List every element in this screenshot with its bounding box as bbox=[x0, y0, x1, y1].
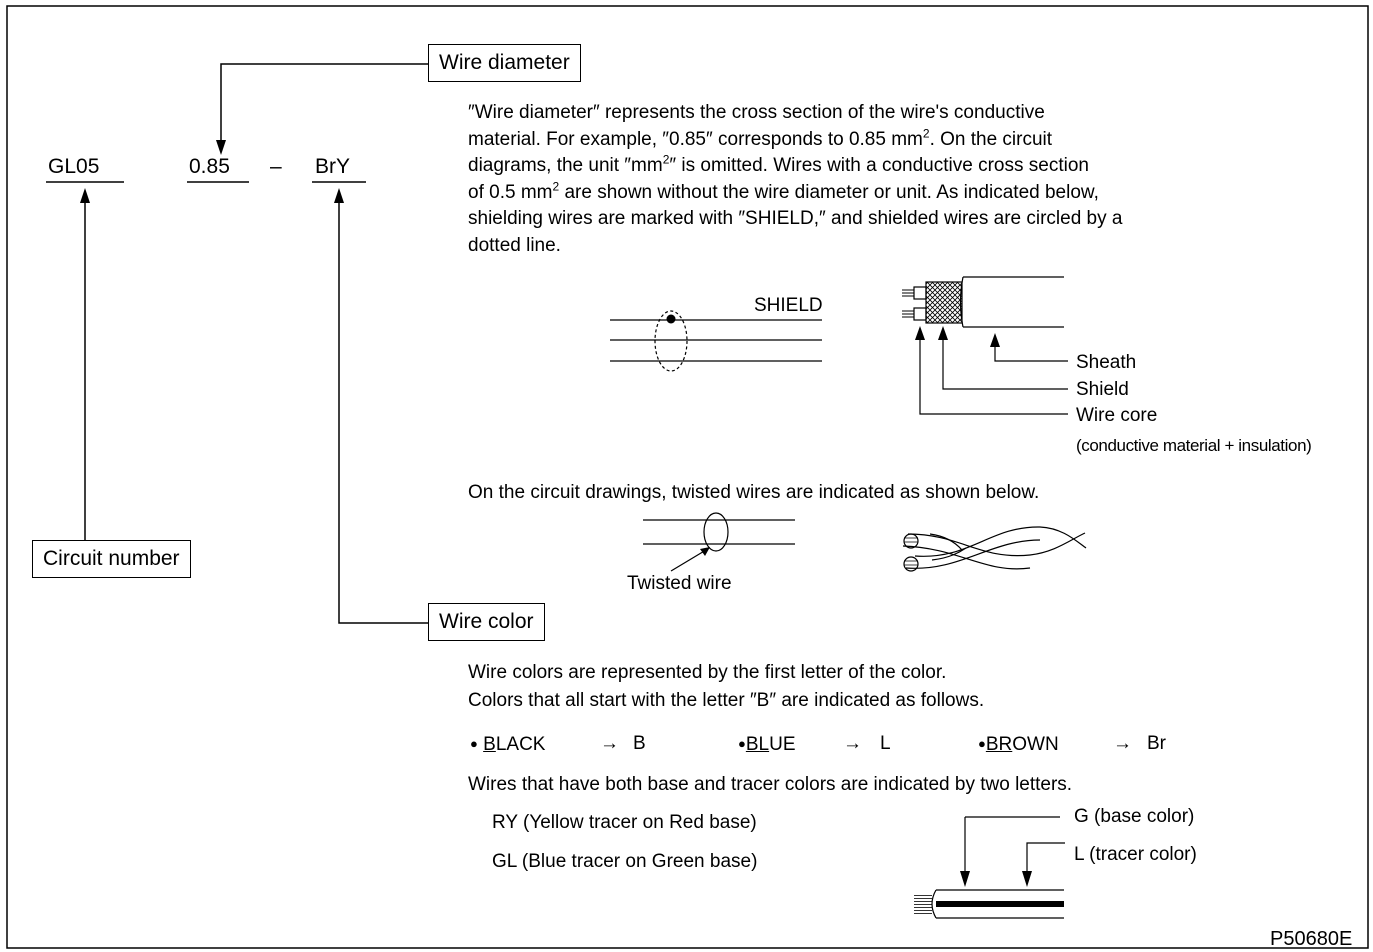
base-color-label: G (base color) bbox=[1074, 806, 1195, 827]
black-example: ● BLACK bbox=[470, 734, 546, 755]
color-line-1: Wire colors are represented by the first… bbox=[468, 662, 947, 683]
shield-schematic bbox=[610, 310, 822, 372]
wire-diameter-code: 0.85 bbox=[189, 155, 230, 178]
twisted-intro: On the circuit drawings, twisted wires a… bbox=[468, 482, 1040, 503]
leader-diameter bbox=[220, 63, 428, 142]
outer-frame bbox=[6, 5, 1369, 949]
diameter-line-1: ″Wire diameter″ represents the cross sec… bbox=[468, 102, 1045, 123]
circuit-number-label: Circuit number bbox=[32, 540, 191, 578]
color-line-2: Colors that all start with the letter ″B… bbox=[468, 690, 985, 711]
brown-arrow: → bbox=[1113, 733, 1132, 754]
twisted-cable-picture bbox=[902, 526, 1087, 572]
tracer-wire-picture bbox=[914, 816, 1065, 919]
shield-part-label: Shield bbox=[1076, 379, 1129, 400]
shielded-cable-picture bbox=[902, 276, 1068, 415]
diameter-description: ″Wire diameter″ represents the cross sec… bbox=[468, 100, 1122, 259]
leader-color bbox=[338, 200, 428, 624]
twisted-schematic bbox=[643, 512, 795, 572]
black-code: B bbox=[633, 733, 646, 754]
diameter-line-6: dotted line. bbox=[468, 234, 561, 256]
wire-color-code: BrY bbox=[315, 155, 351, 178]
tracer-color-label: L (tracer color) bbox=[1074, 844, 1197, 865]
wire-color-label: Wire color bbox=[428, 603, 545, 641]
blue-code: L bbox=[880, 733, 891, 754]
blue-example: ●BLUE bbox=[738, 734, 796, 755]
brown-example: ●BROWN bbox=[978, 734, 1059, 755]
wire-core-note: (conductive material + insulation) bbox=[1076, 436, 1312, 455]
shield-label: SHIELD bbox=[754, 295, 823, 316]
black-arrow: → bbox=[600, 733, 619, 754]
circuit-number-code: GL05 bbox=[48, 155, 100, 178]
wire-diameter-label: Wire diameter bbox=[428, 44, 581, 82]
blue-arrow: → bbox=[843, 733, 862, 754]
code-dash: – bbox=[270, 155, 282, 178]
brown-code: Br bbox=[1147, 733, 1166, 754]
diameter-line-2: material. For example, ″0.85″ correspond… bbox=[468, 126, 1053, 150]
sheath-label: Sheath bbox=[1076, 352, 1137, 373]
example-gl: GL (Blue tracer on Green base) bbox=[492, 851, 758, 872]
diameter-line-3: diagrams, the unit ″mm2″ is omitted. Wir… bbox=[468, 152, 1089, 176]
wire-core-label: Wire core bbox=[1076, 405, 1158, 426]
twisted-wire-label: Twisted wire bbox=[627, 573, 732, 594]
arrow-circuit bbox=[80, 188, 90, 203]
two-letters-text: Wires that have both base and tracer col… bbox=[468, 774, 1073, 795]
example-ry: RY (Yellow tracer on Red base) bbox=[492, 812, 757, 833]
diameter-line-4: of 0.5 mm2 are shown without the wire di… bbox=[468, 179, 1099, 203]
figure-id: P50680E bbox=[1270, 928, 1353, 950]
arrow-diameter bbox=[216, 140, 226, 155]
diameter-line-5: shielding wires are marked with ″SHIELD,… bbox=[468, 208, 1123, 229]
arrow-color bbox=[334, 188, 344, 203]
